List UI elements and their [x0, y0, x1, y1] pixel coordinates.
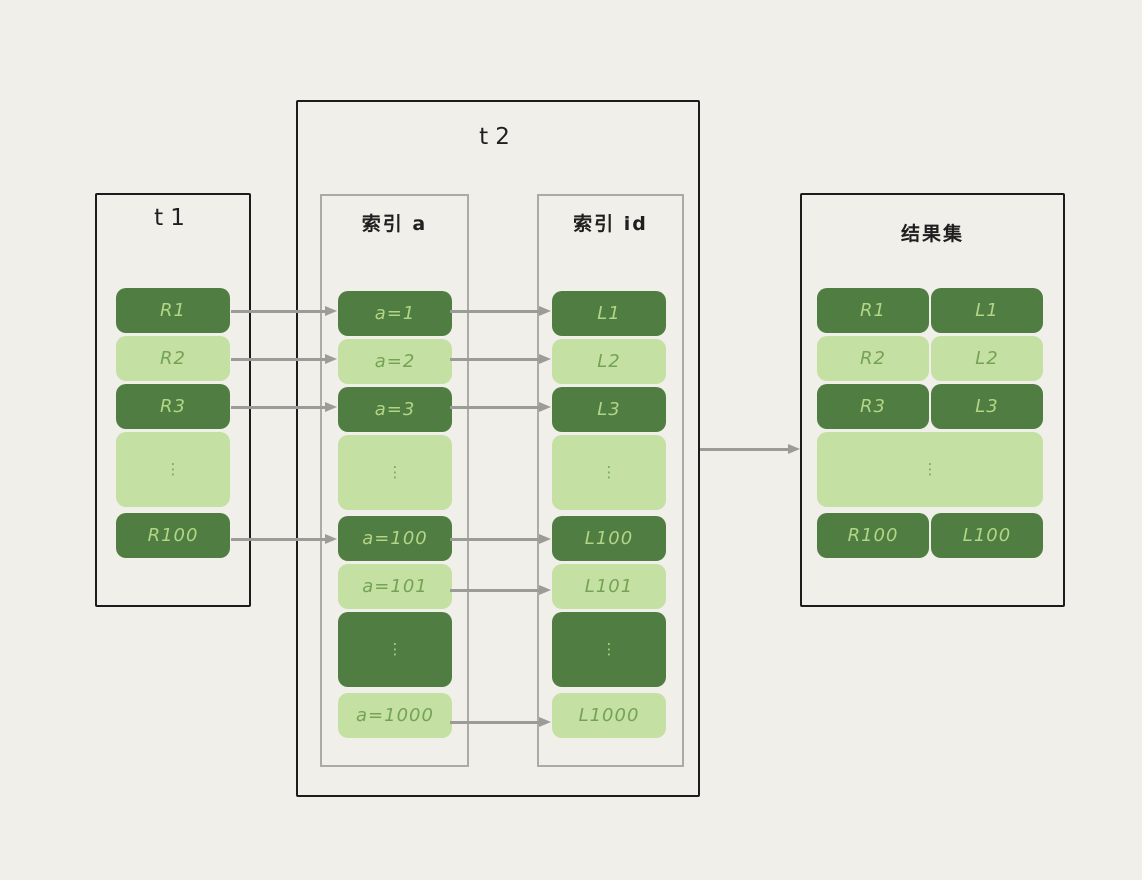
- cell-label: L100: [584, 528, 634, 549]
- arrow-a100-to-l100: [450, 534, 551, 545]
- table-row: a=2: [338, 339, 452, 384]
- cell-label: L3: [975, 396, 999, 417]
- index-id-title: 索引 id: [573, 213, 648, 235]
- arrow-a1-to-l1: [450, 306, 551, 317]
- ellipsis-glyph: ⋮: [601, 640, 617, 658]
- table-row: ⋮: [338, 612, 452, 687]
- table-row: ⋮: [116, 432, 230, 507]
- cell-label: L100: [962, 525, 1012, 546]
- table-row: L2: [552, 339, 666, 384]
- table-row: R1: [116, 288, 230, 333]
- table-row: ⋮: [817, 432, 1043, 507]
- result-cell-left: R100: [817, 513, 929, 558]
- table-row: R2: [116, 336, 230, 381]
- cell-label: L3: [597, 399, 621, 420]
- cell-label: R100: [147, 525, 199, 546]
- table-row: a=1: [338, 291, 452, 336]
- cell-label: R3: [160, 396, 186, 417]
- result-cell-right: L100: [931, 513, 1043, 558]
- arrow-t1r100-to-a100: [231, 534, 337, 545]
- ellipsis-glyph: ⋮: [922, 460, 938, 478]
- table-t1-title: t1: [154, 205, 192, 231]
- table-row: R100 L100: [817, 513, 1043, 558]
- arrow-t1r3-to-a3: [231, 402, 337, 413]
- table-row: a=100: [338, 516, 452, 561]
- ellipsis-glyph: ⋮: [165, 460, 181, 478]
- cell-label: R1: [860, 300, 886, 321]
- cell-label: L1: [597, 303, 621, 324]
- cell-label: R3: [860, 396, 886, 417]
- table-t2-title: t2: [479, 124, 517, 150]
- arrow-t2-to-result: [700, 444, 800, 455]
- table-t2-box: t2 索引 a a=1 a=2 a=3 ⋮ a=100 a=101 ⋮ a=1000 索引 i…: [296, 100, 700, 797]
- cell-label: L1: [975, 300, 999, 321]
- arrow-a101-to-l101: [450, 585, 551, 596]
- result-cell-right: L2: [931, 336, 1043, 381]
- table-row: L1000: [552, 693, 666, 738]
- ellipsis-glyph: ⋮: [601, 463, 617, 481]
- result-cell-left: R3: [817, 384, 929, 429]
- cell-label: R1: [160, 300, 186, 321]
- table-row: ⋮: [338, 435, 452, 510]
- arrow-a2-to-l2: [450, 354, 551, 365]
- arrow-a1000-to-l1000: [450, 717, 551, 728]
- arrow-t1r1-to-a1: [231, 306, 337, 317]
- cell-label: a=1000: [356, 705, 434, 726]
- ellipsis-glyph: ⋮: [387, 463, 403, 481]
- cell-label: a=2: [374, 351, 416, 372]
- table-row: a=3: [338, 387, 452, 432]
- arrow-t1r2-to-a2: [231, 354, 337, 365]
- ellipsis-glyph: ⋮: [387, 640, 403, 658]
- table-row: L101: [552, 564, 666, 609]
- table-row: R2 L2: [817, 336, 1043, 381]
- result-cell-left: R1: [817, 288, 929, 333]
- cell-label: L2: [975, 348, 999, 369]
- cell-label: L2: [597, 351, 621, 372]
- cell-label: a=1: [374, 303, 416, 324]
- table-row: ⋮: [552, 435, 666, 510]
- cell-label: R2: [160, 348, 186, 369]
- cell-label: L101: [584, 576, 634, 597]
- table-row: a=1000: [338, 693, 452, 738]
- index-a-box: 索引 a a=1 a=2 a=3 ⋮ a=100 a=101 ⋮ a=1000: [320, 194, 469, 767]
- arrow-a3-to-l3: [450, 402, 551, 413]
- result-cell-right: L1: [931, 288, 1043, 333]
- cell-label: a=3: [374, 399, 416, 420]
- cell-label: a=101: [362, 576, 428, 597]
- table-row: R3: [116, 384, 230, 429]
- table-row: ⋮: [552, 612, 666, 687]
- result-cell-right: L3: [931, 384, 1043, 429]
- cell-label: R2: [860, 348, 886, 369]
- cell-label: R100: [847, 525, 899, 546]
- table-row: L1: [552, 291, 666, 336]
- table-row: R3 L3: [817, 384, 1043, 429]
- table-row: a=101: [338, 564, 452, 609]
- index-a-rows: a=1 a=2 a=3 ⋮ a=100 a=101 ⋮ a=1000: [338, 291, 452, 741]
- cell-label: L1000: [578, 705, 640, 726]
- result-cell-left: R2: [817, 336, 929, 381]
- cell-label: a=100: [362, 528, 428, 549]
- table-row: R100: [116, 513, 230, 558]
- table-row: R1 L1: [817, 288, 1043, 333]
- table-row: L3: [552, 387, 666, 432]
- table-row: L100: [552, 516, 666, 561]
- index-a-title: 索引 a: [361, 213, 428, 235]
- result-set-title: 结果集: [900, 223, 964, 245]
